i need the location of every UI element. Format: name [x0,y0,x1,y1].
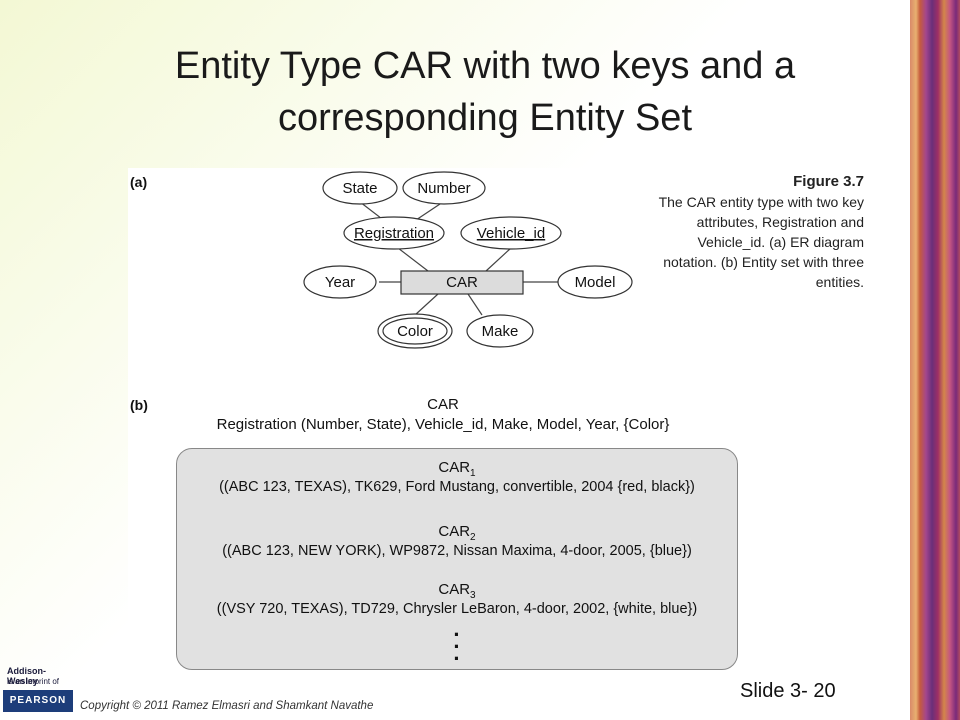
attribute-number-oval [402,171,486,205]
figure-caption-body: The CAR entity type with two key attribu… [658,194,864,290]
attribute-vehicle-id-label: Vehicle_id [477,225,545,242]
attribute-year-oval [303,265,377,299]
attribute-state-label: State [342,180,377,197]
pearson-logo: PEARSON [3,690,73,712]
attribute-state-oval [322,171,398,205]
entity-instance: CAR2 ((ABC 123, NEW YORK), WP9872, Nissa… [177,523,737,559]
attribute-model-label: Model [575,274,616,291]
entity-instance-name: CAR1 [438,459,476,479]
attribute-color-outer-oval [377,313,453,349]
slide-number: Slide 3- 20 [740,680,836,702]
slide-title: Entity Type CAR with two keys and a corr… [174,45,796,139]
attribute-make-label: Make [482,323,519,340]
entity-instance-value: ((ABC 123, TEXAS), TK629, Ford Mustang, … [219,479,695,495]
entity-car-box [400,270,524,295]
attribute-color-inner-oval [382,317,448,345]
logo-publisher-name: Addison-Wesley [7,666,46,686]
entity-car-label: CAR [446,274,478,291]
logo-imprint-text: is an imprint of [7,677,60,686]
er-diagram: State Number Registration Vehicle_id Yea… [303,171,633,349]
copyright-text: Copyright © 2011 Ramez Elmasri and Shamk… [80,700,374,712]
entity-instance-name: CAR2 [438,523,476,543]
figure-caption: Figure 3.7 The CAR entity type with two … [648,172,864,292]
figure-part-b-label: (b) [130,397,148,413]
attribute-year-label: Year [325,274,355,291]
attribute-vehicle-id-oval [460,216,562,250]
more-entities-ellipsis: ··· [453,622,461,671]
attribute-registration-label: Registration [354,225,434,242]
entity-set-schema: Registration (Number, State), Vehicle_id… [216,416,670,433]
entity-set-box: CAR1 ((ABC 123, TEXAS), TK629, Ford Must… [176,448,738,670]
entity-set-name: CAR [427,396,459,413]
attribute-model-oval [557,265,633,299]
entity-instance: CAR1 ((ABC 123, TEXAS), TK629, Ford Must… [177,459,737,495]
entity-instance-name: CAR3 [438,581,476,601]
figure-part-a-label: (a) [130,174,148,190]
entity-instance: CAR3 ((VSY 720, TEXAS), TD729, Chrysler … [177,581,737,617]
attribute-number-label: Number [417,180,470,197]
figure-panel: (a) State Number Registration Vehicle_id… [128,168,865,670]
attribute-color-label: Color [397,323,433,340]
decorative-stripe [910,0,960,720]
entity-instance-value: ((VSY 720, TEXAS), TD729, Chrysler LeBar… [216,601,698,617]
attribute-make-oval [466,314,534,348]
figure-caption-title: Figure 3.7 [793,173,864,190]
entity-instance-value: ((ABC 123, NEW YORK), WP9872, Nissan Max… [222,543,692,559]
attribute-registration-oval [343,216,445,250]
publisher-logo: Addison-Wesley is an imprint of PEARSON [3,662,73,717]
